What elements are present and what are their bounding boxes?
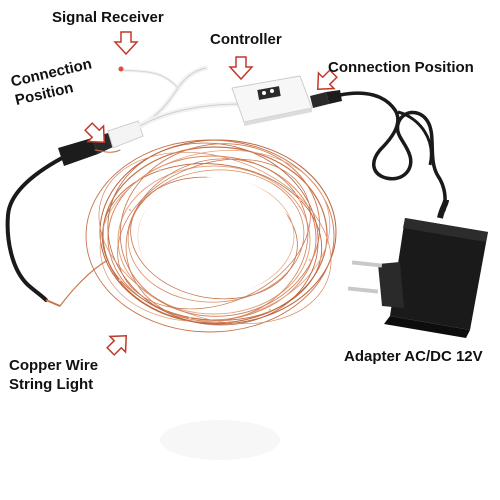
adapter-label: Adapter AC/DC 12V: [344, 348, 483, 365]
plug-prong-bottom: [347, 286, 379, 294]
copper-lead: [45, 299, 61, 307]
copper-wire-coil: [59, 139, 337, 333]
right-barrel-connector: [310, 90, 342, 108]
controller-label: Controller: [210, 31, 282, 48]
arrow-signal-receiver-icon: [113, 31, 139, 56]
signal-receiver-label: Signal Receiver: [52, 9, 164, 26]
arrow-controller-icon: [228, 56, 254, 81]
floor-reflection: [160, 420, 280, 460]
arrow-copper-wire-icon: [106, 334, 128, 356]
white-cable-lower-outline: [139, 103, 241, 127]
black-cable-left: [5, 156, 64, 302]
connection-position-right-label: Connection Position: [328, 59, 474, 76]
left-white-connector: [107, 120, 144, 149]
white-cable-upper: [137, 65, 209, 129]
signal-receiver-wire: [119, 68, 180, 90]
controller-box: [231, 75, 313, 126]
arrow-connection-left-icon: [84, 122, 106, 144]
plug-prong-top: [351, 260, 383, 268]
power-adapter: [347, 199, 488, 338]
black-cable-right: [338, 91, 447, 212]
arrow-connection-right-icon: [316, 69, 338, 91]
signal-receiver-tip: [118, 66, 124, 72]
copper-wire-label: Copper Wire String Light: [9, 357, 99, 393]
